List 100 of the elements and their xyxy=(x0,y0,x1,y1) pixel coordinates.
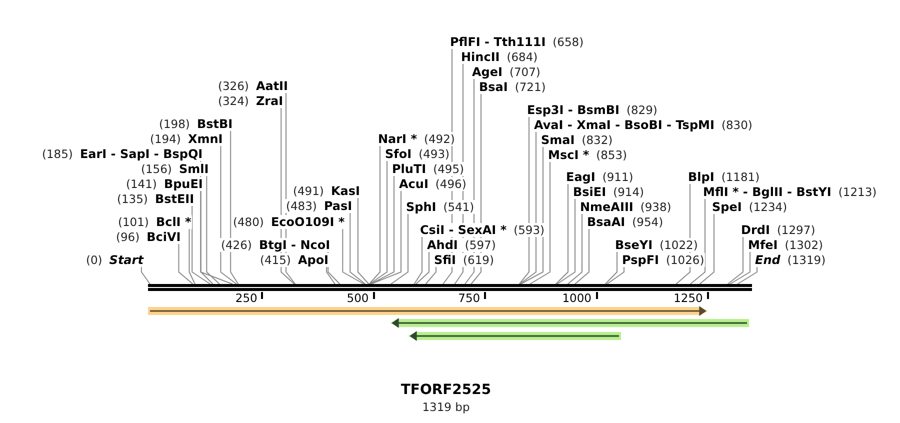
enzyme-name: BciVI xyxy=(146,230,181,244)
enzyme-name: Esp3I - BsmBI xyxy=(527,103,620,117)
site-position: (156) xyxy=(141,162,172,176)
leader-line xyxy=(369,160,388,284)
site-position: (194) xyxy=(150,132,181,146)
enzyme-name: BtgI - NcoI xyxy=(258,238,330,252)
enzyme-name: AvaI - XmaI - BsoBI - TspMI xyxy=(534,118,714,132)
title: TFORF2525 xyxy=(400,382,492,399)
leader-line xyxy=(368,146,380,284)
leader-line xyxy=(230,130,239,284)
dna-backbone xyxy=(148,284,752,291)
enzyme-name: EarI - SapI - BspQI xyxy=(80,147,203,161)
site-position: (415) xyxy=(260,253,291,267)
site-position: (938) xyxy=(640,200,672,214)
leader-line xyxy=(690,198,706,284)
site-position: (658) xyxy=(552,35,584,49)
site-position: (830) xyxy=(721,118,752,132)
leader-line xyxy=(699,214,714,284)
leader-line xyxy=(727,236,744,284)
leader-line xyxy=(220,146,237,284)
leader-line xyxy=(192,206,211,284)
site-position: (1022) xyxy=(660,238,698,252)
enzyme-name: EcoO109I * xyxy=(270,215,345,229)
enzyme-name: BlpI xyxy=(688,170,714,184)
site-position: (707) xyxy=(509,65,540,79)
site-position: (480) xyxy=(233,215,264,229)
leader-line xyxy=(737,266,758,284)
enzyme-name: AhdI xyxy=(427,238,458,252)
enzyme-name: CsiI - SexAI * xyxy=(420,223,507,237)
site-position: (135) xyxy=(117,192,148,206)
site-position: (593) xyxy=(514,223,545,237)
site-position: (491) xyxy=(293,184,324,198)
enzyme-name: BsaAI xyxy=(587,215,626,229)
leader-line xyxy=(200,190,214,284)
leader-line xyxy=(342,228,364,284)
enzyme-name: SfoI xyxy=(385,147,412,161)
ruler-label: 750 xyxy=(457,292,480,305)
leader-line xyxy=(188,228,196,284)
enzyme-name: ZraI xyxy=(256,94,284,108)
leader-line xyxy=(178,244,194,284)
ruler-label: 1250 xyxy=(672,292,703,305)
enzyme-name: SmlI xyxy=(178,162,209,176)
enzyme-name: BstBI xyxy=(196,117,233,131)
site-position: (684) xyxy=(506,50,538,64)
leader-line xyxy=(390,214,408,284)
enzyme-name: HincII xyxy=(461,50,500,64)
enzyme-name: PluTI xyxy=(392,162,426,176)
leader-line xyxy=(567,214,582,284)
enzyme-name: SfiI xyxy=(434,253,456,267)
site-position: (1234) xyxy=(748,200,788,214)
leader-line xyxy=(350,212,366,284)
site-position: (141) xyxy=(126,177,157,191)
enzyme-name: MscI * xyxy=(548,148,590,162)
ruler-label: 500 xyxy=(346,292,369,305)
site-position: (496) xyxy=(435,177,466,191)
site-position: (597) xyxy=(464,238,496,252)
leader-line xyxy=(520,146,544,284)
site-position: (541) xyxy=(443,200,474,214)
site-position: (721) xyxy=(514,80,546,94)
leader-line xyxy=(414,236,422,284)
site-position: (101) xyxy=(118,215,149,229)
enzyme-name: PspFI xyxy=(622,253,659,267)
enzyme-name: DrdI xyxy=(741,223,770,237)
leader-line xyxy=(730,252,750,284)
sequence-end-label: Start xyxy=(109,253,144,267)
enzyme-name: SmaI xyxy=(541,133,575,147)
leader-line xyxy=(606,266,624,284)
site-position: (326) xyxy=(218,79,249,93)
enzyme-name: AatII xyxy=(256,79,288,93)
ruler-label: 250 xyxy=(234,292,258,305)
leader-line xyxy=(519,132,536,284)
leader-line xyxy=(370,176,394,284)
leader-line xyxy=(555,184,568,284)
enzyme-name: BclI * xyxy=(156,215,192,229)
enzyme-name: BstEII xyxy=(154,192,194,206)
site-position: (0) xyxy=(86,253,102,267)
enzyme-name: NmeAIII xyxy=(580,200,634,214)
leader-line xyxy=(556,198,576,284)
site-position: (619) xyxy=(463,253,494,267)
caption: 1319 bp xyxy=(421,400,471,414)
enzyme-name: ApoI xyxy=(298,253,329,267)
enzyme-name: SphI xyxy=(406,200,436,214)
enzyme-name: MfeI xyxy=(748,238,778,252)
enzyme-name: PflFI - Tth111I xyxy=(450,35,546,49)
site-position: (426) xyxy=(221,238,252,252)
leader-line xyxy=(370,190,402,284)
ruler-label: 1000 xyxy=(561,292,592,305)
enzyme-name: AgeI xyxy=(472,65,502,79)
leader-line xyxy=(425,266,436,284)
enzyme-name: BsiEI xyxy=(573,185,606,199)
site-position: (829) xyxy=(626,103,658,117)
leader-line xyxy=(357,198,370,284)
site-position: (914) xyxy=(613,185,644,199)
site-position: (1302) xyxy=(784,238,824,252)
leader-line xyxy=(140,266,150,284)
enzyme-name: MflI * - BglII - BstYI xyxy=(703,185,832,199)
site-position: (324) xyxy=(218,94,249,108)
site-position: (1213) xyxy=(838,185,877,199)
site-position: (495) xyxy=(433,162,464,176)
leader-line xyxy=(326,266,336,284)
